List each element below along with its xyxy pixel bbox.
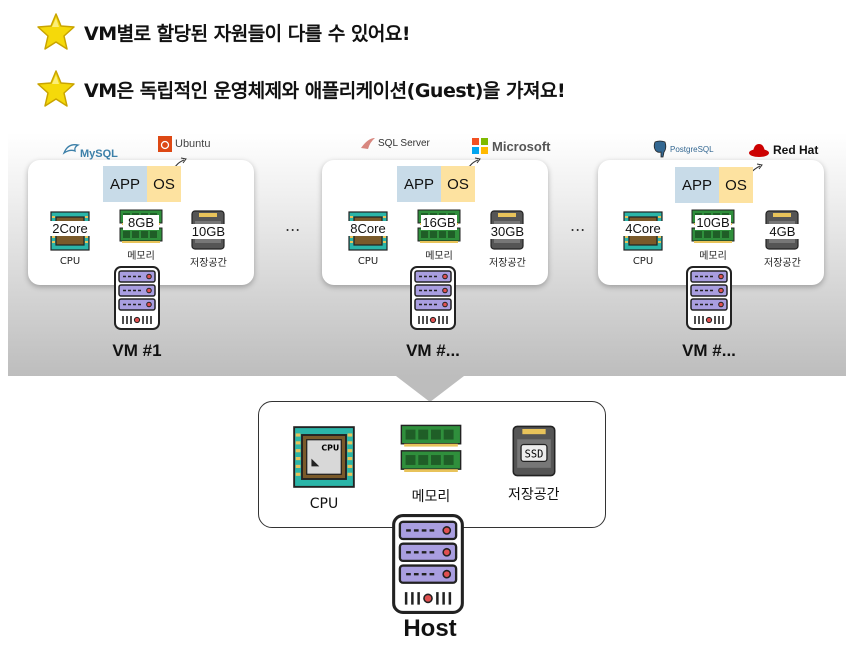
cpu-label: CPU — [632, 256, 654, 267]
microsoft-icon — [472, 138, 488, 154]
storage-value: 4GB — [761, 224, 804, 239]
app-os-stack-1: APP OS — [103, 166, 181, 202]
cpu-label: CPU — [357, 256, 379, 267]
host-storage: SSD 저장공간 — [508, 424, 560, 504]
sqlserver-logo: SQL Server — [360, 136, 430, 150]
star-icon — [36, 69, 76, 109]
cpu-value: 8Core — [345, 221, 391, 236]
memory-value: 10GB — [695, 215, 731, 230]
memory-label: 메모리 — [425, 251, 453, 262]
app-os-stack-2: APP OS — [397, 166, 475, 202]
postgresql-logo: PostgreSQL — [652, 140, 714, 158]
os-box: OS — [147, 166, 181, 202]
cpu-label: CPU — [59, 256, 81, 267]
bullet-text: VM은 독립적인 운영체제와 애플리케이션(Guest)을 가져요! — [84, 79, 566, 102]
vm1-memory: 8GB 메모리 — [119, 209, 163, 262]
redhat-logo: Red Hat — [748, 142, 818, 158]
svg-text:CPU: CPU — [321, 444, 339, 453]
os-box: OS — [719, 167, 753, 203]
host-label: Host — [403, 615, 457, 642]
dolphin-icon — [62, 144, 80, 155]
ram-icon — [398, 424, 464, 472]
vm-label-3: VM #... — [682, 341, 736, 360]
server-icon — [410, 266, 456, 330]
sqlserver-icon — [361, 138, 375, 149]
app-box: APP — [675, 167, 719, 203]
storage-value: 10GB — [187, 224, 230, 239]
bullet-text: VM별로 할당된 자원들이 다를 수 있어요! — [84, 22, 411, 45]
vm2-memory: 16GB 메모리 — [417, 209, 461, 262]
vm2-storage: 30GB 저장공간 — [486, 210, 529, 269]
ubuntu-logo: Ubuntu — [158, 136, 210, 152]
vm3-storage: 4GB 저장공간 — [761, 210, 804, 269]
ssd-icon: SSD — [512, 424, 556, 478]
vm3-memory: 10GB 메모리 — [691, 209, 735, 262]
host-cpu: CPU CPU — [291, 424, 357, 512]
app-box: APP — [397, 166, 441, 202]
storage-value: 30GB — [486, 224, 529, 239]
redhat-icon — [749, 144, 769, 157]
vm2-cpu: 8Core CPU — [345, 210, 391, 267]
memory-value: 8GB — [123, 215, 159, 230]
app-os-stack-3: APP OS — [675, 167, 753, 203]
band-pointer — [396, 376, 464, 402]
app-box: APP — [103, 166, 147, 202]
host-memory: 메모리 — [398, 424, 464, 506]
storage-label: 저장공간 — [190, 258, 227, 269]
mysql-logo: MySQL — [62, 138, 118, 160]
svg-text:SSD: SSD — [524, 448, 543, 460]
os-box: OS — [441, 166, 475, 202]
ellipsis-1: ... — [285, 216, 301, 235]
storage-label: 저장공간 — [764, 258, 801, 269]
elephant-icon — [653, 140, 667, 158]
vm-label-1: VM #1 — [112, 341, 162, 360]
memory-label: 메모리 — [411, 489, 451, 505]
cpu-label: CPU — [309, 496, 339, 512]
vm1-storage: 10GB 저장공간 — [187, 210, 230, 269]
bullet-2: VM은 독립적인 운영체제와 애플리케이션(Guest)을 가져요! — [36, 69, 566, 109]
memory-label: 메모리 — [127, 251, 155, 262]
star-icon — [36, 12, 76, 52]
ubuntu-icon — [158, 136, 172, 152]
memory-label: 메모리 — [699, 251, 727, 262]
cpu-chip-icon: CPU — [291, 424, 357, 490]
cpu-value: 4Core — [620, 221, 666, 236]
storage-label: 저장공간 — [489, 258, 526, 269]
ellipsis-2: ... — [570, 216, 586, 235]
vm1-cpu: 2Core CPU — [47, 210, 93, 267]
server-icon — [114, 266, 160, 330]
vm-label-2: VM #... — [406, 341, 460, 360]
vm3-cpu: 4Core CPU — [620, 210, 666, 267]
memory-value: 16GB — [421, 215, 457, 230]
server-icon — [392, 514, 464, 614]
cpu-value: 2Core — [47, 221, 93, 236]
storage-label: 저장공간 — [508, 487, 560, 503]
microsoft-logo: Microsoft — [472, 138, 551, 154]
bullet-1: VM별로 할당된 자원들이 다를 수 있어요! — [36, 12, 411, 52]
server-icon — [686, 266, 732, 330]
